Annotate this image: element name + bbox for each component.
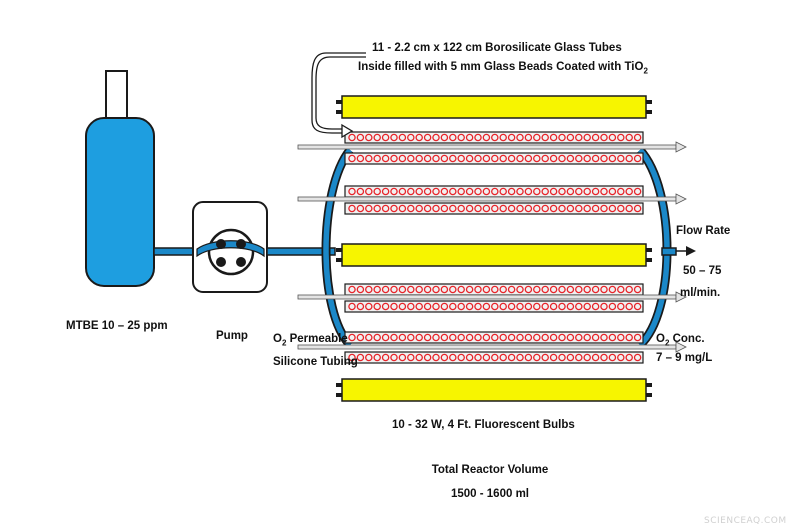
silicone-tubing-label: Silicone Tubing [273, 356, 358, 368]
glass-tube [344, 300, 644, 313]
flow-value: 50 – 75 [683, 265, 722, 277]
silicone-tube-arrow [297, 291, 687, 303]
tube-group [297, 283, 687, 313]
o2-conc-sub: 2 [664, 338, 670, 348]
fluorescent-bulbs [336, 95, 652, 402]
bulb [336, 378, 652, 402]
glass-tube [344, 202, 644, 215]
silicone-tube-arrow [297, 193, 687, 205]
pump [192, 201, 268, 293]
mtbe-bottle [85, 70, 155, 287]
total-volume-value: 1500 - 1600 ml [450, 488, 529, 500]
manifold-tubing [321, 146, 696, 349]
tube-group [297, 131, 687, 165]
glass-tube [344, 131, 644, 144]
tubes-subtitle-text: Inside filled with 5 mm Glass Beads Coat… [358, 61, 644, 73]
label-pointer [311, 52, 366, 139]
tube-group [297, 185, 687, 215]
glass-tube [344, 185, 644, 198]
pump-outlet-tubing [266, 247, 336, 256]
o2-permeable-sub: 2 [281, 338, 287, 348]
pump-label: Pump [216, 330, 248, 342]
o2-conc-value: 7 – 9 mg/L [656, 352, 713, 364]
bulb [336, 95, 652, 119]
tubes-title: 11 - 2.2 cm x 122 cm Borosilicate Glass … [372, 42, 622, 54]
glass-tube [344, 351, 644, 364]
bulb [336, 243, 652, 267]
glass-tube [344, 331, 644, 344]
flow-rate-label: Flow Rate [676, 225, 731, 237]
silicone-tube-arrow [297, 141, 687, 153]
watermark: SCIENCEAQ.COM [704, 516, 787, 526]
o2-conc-prefix: O [656, 333, 665, 345]
glass-tubes [297, 131, 687, 364]
total-volume-label: Total Reactor Volume [431, 464, 549, 476]
glass-tube [344, 283, 644, 296]
bulbs-label: 10 - 32 W, 4 Ft. Fluorescent Bulbs [392, 419, 575, 431]
o2-permeable-prefix: O [273, 333, 282, 345]
feed-tubing [153, 247, 199, 256]
o2-conc-text: Conc. [669, 333, 705, 345]
glass-tube [344, 152, 644, 165]
mtbe-label: MTBE 10 – 25 ppm [66, 320, 168, 332]
flow-unit: ml/min. [680, 287, 721, 299]
o2-conc-label: O2 Conc. [656, 333, 705, 349]
o2-permeable-text: Permeable [286, 333, 348, 345]
tio2-subscript: 2 [643, 66, 648, 76]
tubes-subtitle: Inside filled with 5 mm Glass Beads Coat… [358, 61, 648, 77]
silicone-tube-arrow [297, 341, 687, 353]
o2-permeable-label: O2 Permeable [273, 333, 348, 349]
tube-group [297, 331, 687, 364]
